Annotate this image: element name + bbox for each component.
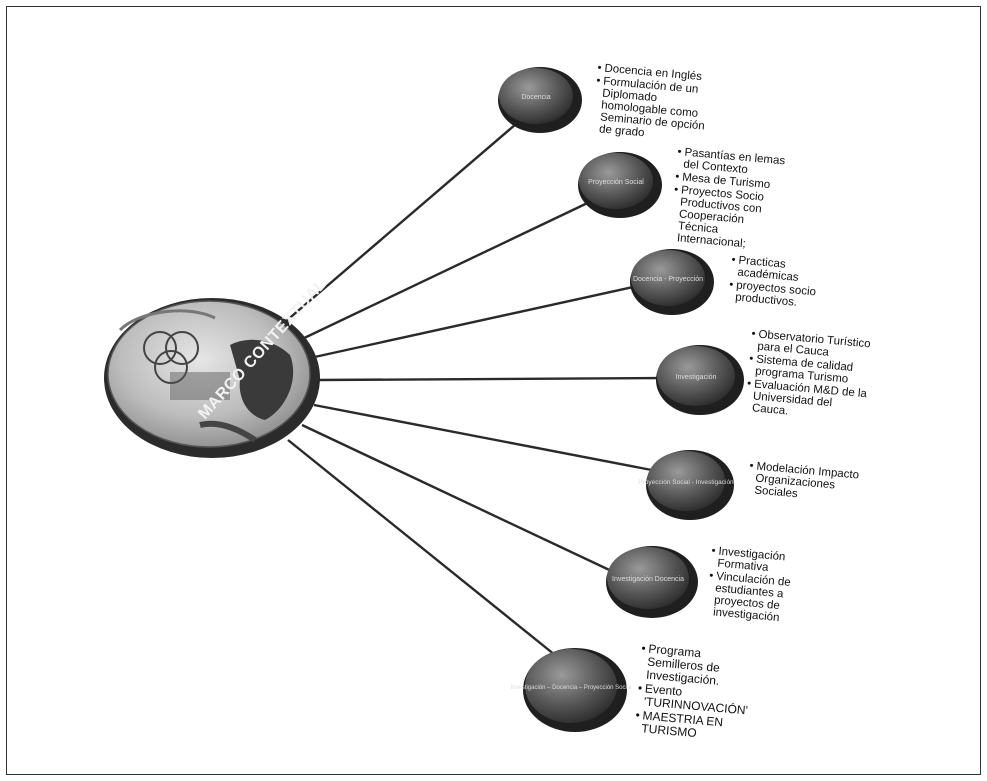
branch-node-investigacion: Investigación (656, 345, 744, 415)
connector-proyeccion-social (299, 196, 599, 342)
branch-node-label: Investigación (676, 374, 717, 381)
connector-proyeccion-investigacion (313, 403, 663, 474)
bullets-proyeccion-social: Pasantías en lemas del Contexto Mesa de … (669, 146, 792, 255)
figure-frame (6, 6, 981, 775)
branch-node-label: Docencia - Proyección (633, 276, 703, 283)
connector-docencia-proyeccion (309, 280, 657, 360)
bullets-docencia: Docencia en Inglés Formulación de un Dip… (592, 62, 723, 147)
branch-node-inv-doc-proy: Investigación – Docencia – Proyección So… (510, 648, 632, 732)
bullets-inv-doc-proy: Programa Semilleros de Investigación. Ev… (634, 642, 760, 746)
bullet-item: Proyectos Socio Productivos con Cooperac… (669, 184, 789, 254)
connector-lines (284, 111, 671, 656)
branch-node-label: Investigación – Docencia – Proyección So… (510, 685, 631, 691)
branch-node-investigacion-docencia: Investigación Docencia (606, 546, 698, 618)
center-node: MARCO CONTEXTUAL (104, 276, 330, 458)
branch-node-docencia-proyeccion: Docencia - Proyección (630, 249, 714, 315)
bullets-investigacion-docencia: Investigación Formativa Vinculación de e… (706, 545, 814, 628)
bullet-item: Vinculación de estudiantes a proyectos d… (706, 570, 812, 627)
branch-node-label: Proyección Social (588, 179, 644, 186)
bullets-investigacion: Observatorio Turístico para el Cauca Sis… (744, 328, 873, 425)
connector-investigacion (317, 376, 671, 382)
branch-node-proyeccion-investigacion: Proyección Social - Investigación (638, 450, 734, 520)
branch-node-label: Docencia (521, 94, 550, 101)
branch-node-label: Proyección Social - Investigación (638, 479, 734, 486)
bullet-item: Formulación de un Diplomado homologable … (592, 75, 722, 146)
connector-docencia (284, 111, 531, 323)
connector-inv-doc-proy (287, 439, 556, 656)
branch-node-docencia: Docencia (498, 67, 582, 133)
branch-node-proyeccion-social: Proyección Social (578, 152, 662, 218)
bullets-docencia-proyeccion: Practicas académicas proyectos socio pro… (728, 254, 827, 312)
branch-node-label: Investigación Docencia (612, 576, 684, 583)
connector-investigacion-docencia (301, 423, 621, 577)
